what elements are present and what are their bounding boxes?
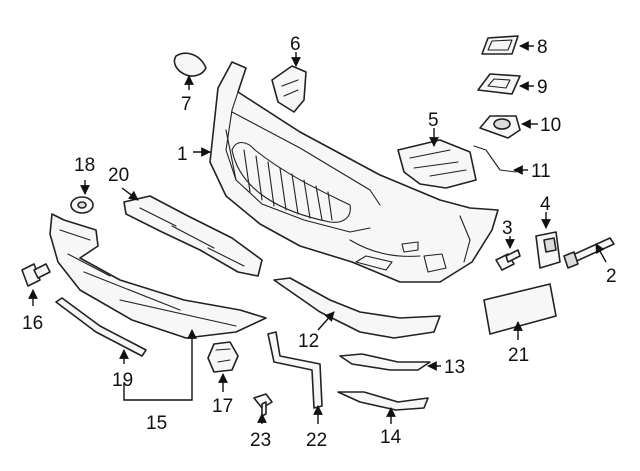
- spoiler-part-15: [49, 213, 267, 339]
- callout-5: 5: [428, 110, 439, 131]
- callout-20: 20: [108, 165, 129, 186]
- callout-9: 9: [537, 77, 548, 98]
- sensor-part-4: [535, 231, 561, 269]
- cap-part-7: [173, 52, 207, 77]
- leader-lines: [28, 41, 607, 424]
- bracket-part-5: [397, 139, 477, 189]
- leader-line: [595, 243, 607, 263]
- bolt-part-2: [563, 237, 615, 269]
- callout-1: 1: [177, 144, 188, 165]
- leader-line: [123, 329, 197, 401]
- callout-2: 2: [606, 266, 617, 287]
- bracket-part-6: [271, 65, 307, 113]
- leader-line: [317, 311, 335, 331]
- screw-part-3: [495, 249, 521, 271]
- frame-part-8: [481, 35, 519, 55]
- callout-3: 3: [502, 218, 513, 239]
- housing-part-10: [479, 115, 521, 139]
- frame-part-9: [477, 73, 521, 95]
- callout-16: 16: [22, 313, 43, 334]
- callout-14: 14: [380, 427, 402, 448]
- wire-part-11: [473, 145, 517, 173]
- callout-8: 8: [537, 37, 548, 58]
- callout-7: 7: [181, 94, 192, 115]
- callout-19: 19: [112, 370, 133, 391]
- callout-10: 10: [540, 115, 561, 136]
- screw-part-23: [253, 393, 273, 417]
- callout-6: 6: [290, 34, 301, 55]
- callout-15: 15: [146, 413, 167, 434]
- bumper-cover-part: [209, 61, 499, 283]
- plate-part-21: [483, 283, 557, 335]
- callout-12: 12: [298, 331, 319, 352]
- callout-4: 4: [540, 194, 551, 215]
- molding-part-14: [337, 391, 429, 411]
- washer-part-18: [70, 196, 94, 214]
- callout-21: 21: [508, 345, 529, 366]
- callout-13: 13: [444, 357, 465, 378]
- callout-22: 22: [306, 430, 327, 451]
- callout-23: 23: [250, 430, 271, 451]
- absorber-part-20: [123, 195, 263, 277]
- callout-numbers: 1 2 3 4 5 6 7 8 9 10 11 12 13 14 15 16 1…: [22, 34, 617, 451]
- callout-17: 17: [212, 396, 233, 417]
- trim-strip-part-12: [273, 277, 441, 339]
- callout-18: 18: [74, 155, 95, 176]
- leader-line: [121, 187, 139, 201]
- callout-11: 11: [531, 161, 551, 182]
- bolt-part-16: [21, 263, 51, 287]
- clip-part-17: [207, 341, 239, 373]
- molding-part-13: [339, 353, 431, 371]
- strip-part-19: [55, 297, 147, 357]
